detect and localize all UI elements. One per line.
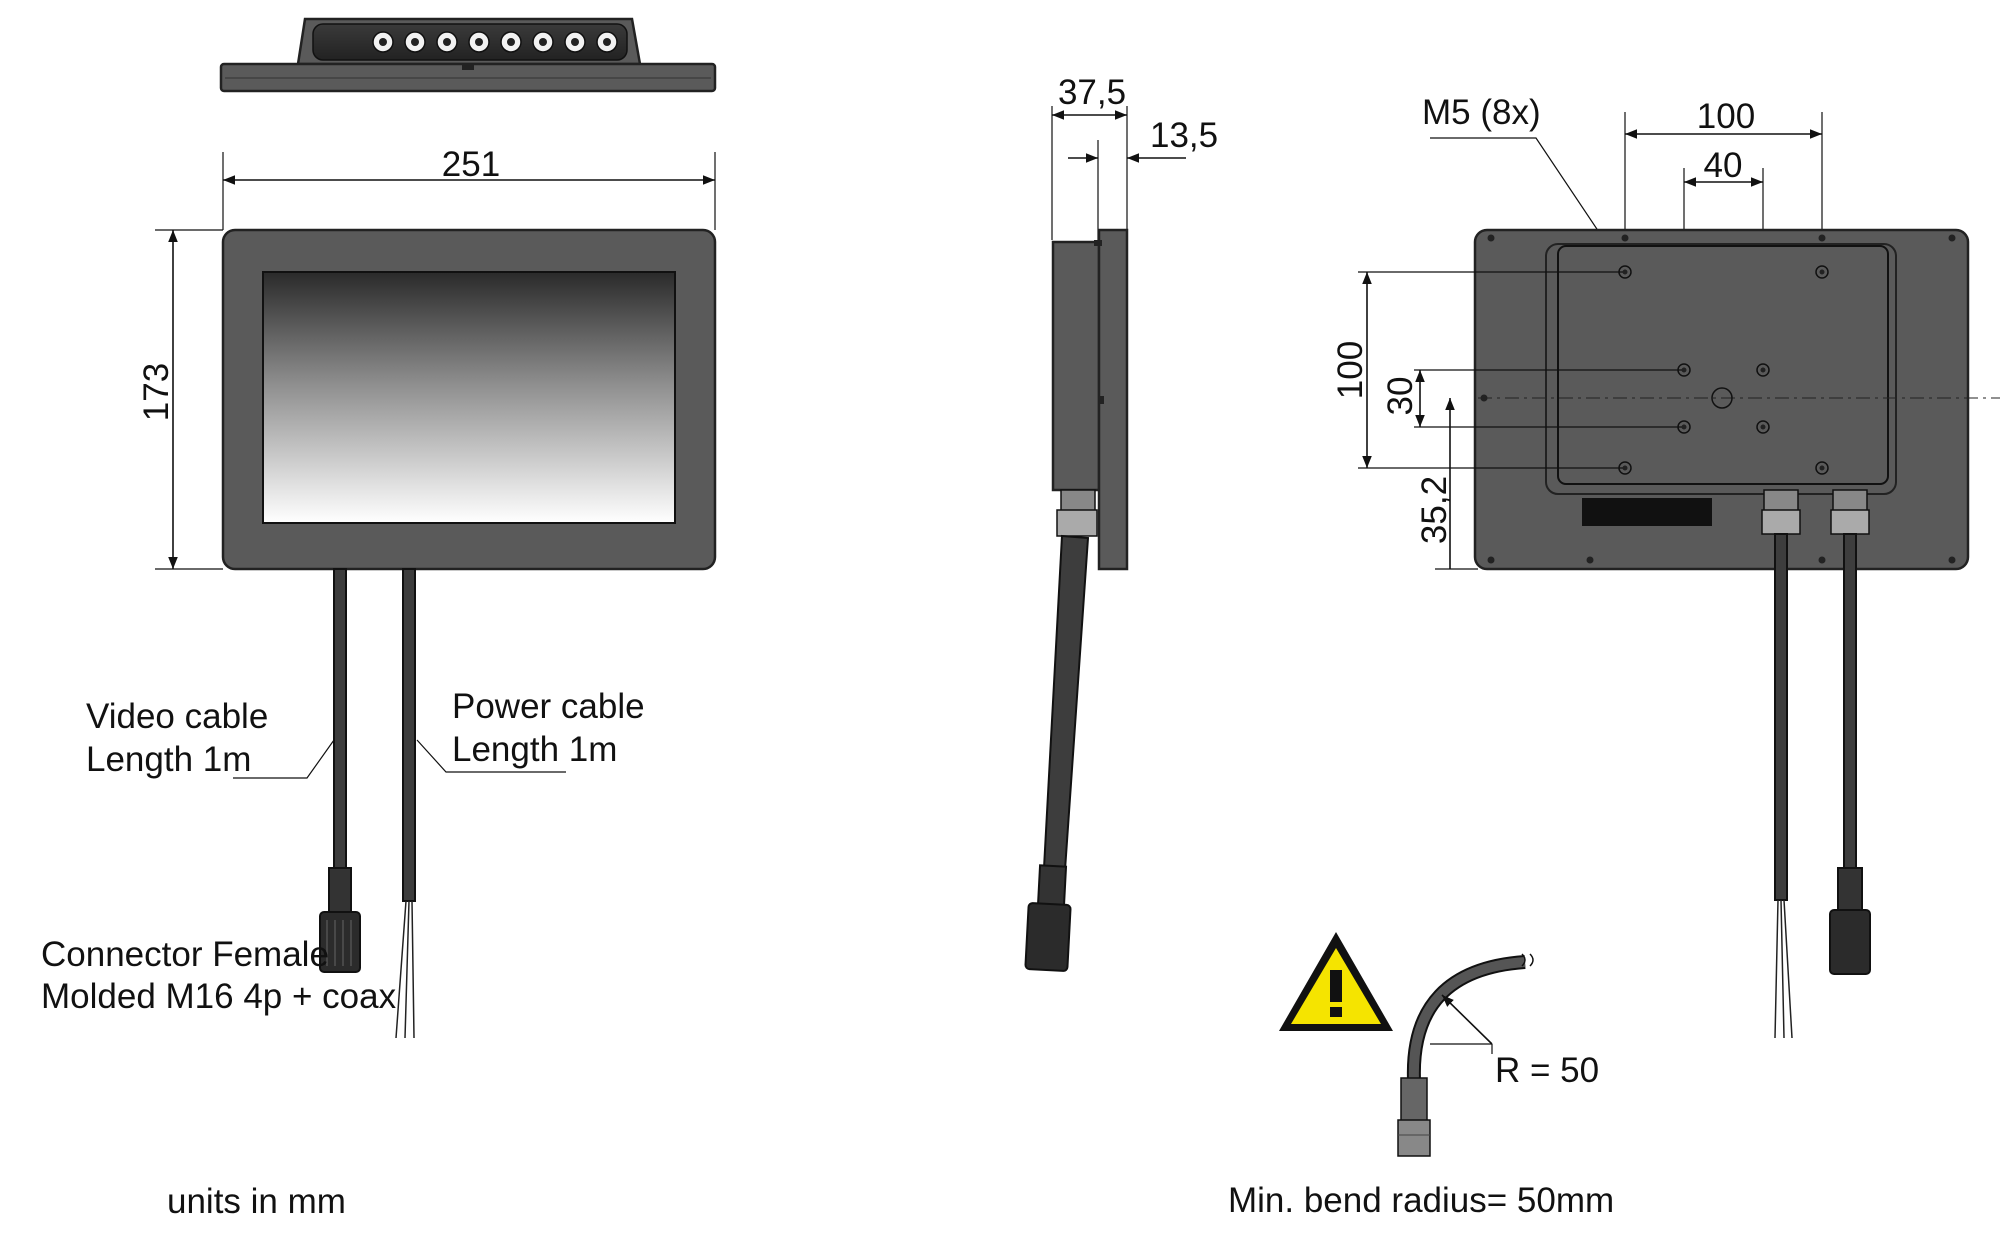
connector-type-label: Molded M16 4p + coax [41,977,397,1016]
connector-label: Connector Female [41,935,329,974]
vesa-outer-dimension: 100 [1697,97,1755,136]
bend-radius-note: Min. bend radius= 50mm [1228,1181,1614,1220]
video-cable [333,568,347,870]
depth-front-dimension: 13,5 [1150,116,1218,155]
depth-total-dimension: 37,5 [1058,73,1126,112]
side-cable [1042,534,1090,872]
housing-screw [1621,234,1629,242]
mounting-hole [1677,420,1691,434]
rear-view: 100 40 M5 (8x) 100 30 35,2 [1331,93,2000,1039]
mounting-hole-center [1681,367,1687,373]
mounting-hole [1756,363,1770,377]
housing-screw [1480,394,1488,402]
monitor-screen [262,271,676,524]
mounting-hole-center [1622,465,1628,471]
units-note: units in mm [167,1182,346,1221]
keypad-button-symbol [443,38,451,46]
screw-label: M5 (8x) [1422,93,1541,132]
width-dimension: 251 [442,145,500,184]
mounting-hole [1756,420,1770,434]
rear-connector [1829,909,1871,975]
keypad-button-icons [372,31,618,53]
bottom-offset-dimension: 35,2 [1415,476,1454,544]
power-cable [402,568,416,902]
mounting-hole [1815,461,1829,475]
rear-video-cable [1843,533,1857,871]
keypad-button-symbol [411,38,419,46]
side-view: 37,5 13,5 [1024,73,1218,972]
rear-cable-glands [1761,489,1870,535]
keypad-button-symbol [603,38,611,46]
center-hole [1711,387,1733,409]
video-cable-length-label: Length 1m [86,740,251,779]
bend-radius-illustration: R = 50 [1279,932,1599,1157]
video-connector [319,911,361,973]
mounting-hole-center [1819,465,1825,471]
keypad-button-symbol [475,38,483,46]
mounting-holes [1480,234,1956,564]
keypad-button-symbol [571,38,579,46]
keypad-button-symbol [379,38,387,46]
mounting-hole-center [1760,424,1766,430]
rear-power-cable [1774,533,1788,901]
keypad-button-symbol [539,38,547,46]
housing-screw [1586,556,1594,564]
mounting-hole [1618,461,1632,475]
mounting-hole-center [1819,269,1825,275]
mounting-hole [1815,265,1829,279]
mounting-hole-center [1622,269,1628,275]
front-view: 251 173 Video cable Length 1m Power cabl… [41,145,717,1039]
warning-icon [1279,932,1393,1031]
mounting-hole [1618,265,1632,279]
housing-screw [1818,556,1826,564]
monitor-rear-housing [1473,228,1970,571]
vesa-inner-vertical-dimension: 30 [1381,377,1420,416]
top-view [219,17,717,93]
side-connector [1024,902,1072,972]
mounting-hole-center [1760,367,1766,373]
housing-screw [1487,234,1495,242]
housing-screw [1948,556,1956,564]
vesa-vertical-dimension: 100 [1331,341,1370,399]
power-cable-label: Power cable [452,687,645,726]
bend-radius-dimension: R = 50 [1495,1051,1599,1090]
housing-screw [1487,556,1495,564]
housing-screw [1818,234,1826,242]
mounting-hole [1677,363,1691,377]
keypad-button-symbol [507,38,515,46]
height-dimension: 173 [137,363,176,421]
power-cable-length-label: Length 1m [452,730,617,769]
housing-screw [1948,234,1956,242]
video-cable-label: Video cable [86,697,268,736]
mounting-hole-center [1681,424,1687,430]
vesa-inner-dimension: 40 [1704,146,1743,185]
